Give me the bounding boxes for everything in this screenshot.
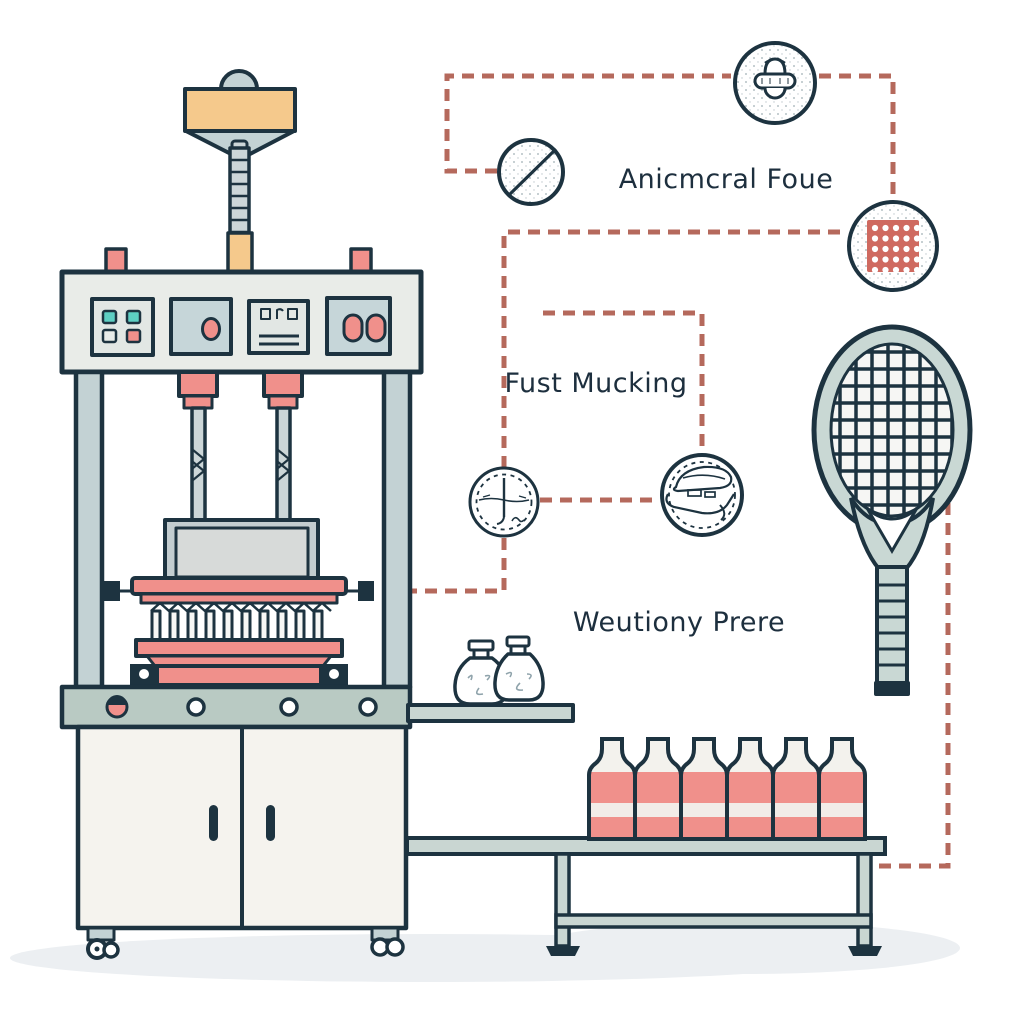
annotation-label-top: Anicmcral Foue	[619, 164, 834, 195]
dashed-connector-ball-to-person	[444, 73, 731, 174]
table-leg-right	[856, 852, 873, 948]
black-block-left	[104, 581, 120, 601]
product-bottle	[817, 737, 867, 841]
caster-right	[370, 926, 405, 957]
molding-machine	[59, 69, 575, 960]
piston-right	[262, 370, 304, 524]
sub-panel-switches	[325, 296, 392, 356]
door-handle-right	[266, 805, 275, 841]
racket-grip-segments	[877, 583, 907, 667]
hopper-box	[183, 87, 297, 133]
conveyor-table	[405, 836, 887, 956]
racket-throat-notch	[865, 506, 919, 554]
pink-button	[125, 328, 142, 344]
conveyor-shadow	[530, 922, 960, 974]
product-bottle	[587, 737, 637, 841]
black-block-right	[358, 581, 374, 601]
table-leg-left	[554, 852, 571, 948]
sub-panel-buttons	[90, 297, 155, 357]
top-platen	[130, 576, 348, 596]
hopper	[183, 69, 297, 275]
table-foot-left	[546, 946, 580, 956]
product-bottle	[633, 737, 683, 841]
deck-dot	[279, 697, 299, 717]
pink-switch	[365, 313, 387, 343]
product-bottle	[771, 737, 821, 841]
panel-post-left	[104, 247, 128, 275]
top-platen-bar	[139, 592, 339, 605]
product-bottle	[679, 737, 729, 841]
side-shelf	[406, 703, 575, 723]
press-base	[155, 664, 323, 687]
door-handle-left	[209, 805, 218, 841]
shoe-sketch-icon	[660, 453, 744, 537]
annotation-label-middle: Fust Mucking	[504, 368, 687, 399]
teal-button	[101, 309, 118, 325]
press-section	[104, 576, 374, 687]
grey-button	[101, 328, 118, 344]
mold-pins	[150, 609, 324, 642]
pink-knob	[201, 317, 221, 341]
racket-strings	[831, 344, 953, 516]
dashed-connector-person-to-grid	[819, 73, 896, 200]
conveyor-bottles	[587, 737, 867, 841]
sub-panel-dial	[169, 297, 233, 356]
pink-switch	[342, 313, 364, 343]
dashed-connector-racket-to-conveyor	[874, 483, 951, 869]
tennis-racket	[811, 324, 973, 696]
control-panel	[59, 269, 424, 375]
panel-post-right	[349, 247, 373, 275]
bottom-platen	[134, 638, 344, 658]
feed-tube-base	[226, 231, 254, 275]
teal-button	[125, 309, 142, 325]
deck-dot	[358, 697, 378, 717]
sample-bottle	[453, 639, 509, 706]
deck-dot	[186, 697, 206, 717]
feed-tube-segments	[230, 158, 249, 234]
caster-left	[86, 926, 120, 960]
table-foot-right	[848, 946, 882, 956]
frame-column-left	[73, 369, 105, 690]
upper-mold-block	[163, 518, 320, 580]
product-bottle	[725, 737, 775, 841]
table-crossbar	[554, 913, 873, 929]
deck-band	[59, 684, 413, 730]
racket-butt-cap	[874, 681, 910, 696]
sample-bottle	[493, 635, 545, 702]
dashed-connector-measure-to-grid	[501, 229, 847, 468]
dashed-connector-measure-to-machine	[410, 538, 507, 594]
dotted-grid-icon	[847, 200, 939, 292]
hopper-dome	[219, 69, 259, 91]
sub-panel-display	[247, 299, 310, 355]
stippled-ball-icon	[497, 138, 565, 206]
piston-left	[177, 370, 219, 524]
measurement-sketch-icon	[468, 466, 540, 538]
annotation-label-bottom: Weutiony Prere	[573, 607, 785, 638]
frame-column-right	[381, 369, 413, 690]
person-badge-icon	[733, 41, 817, 125]
cabinet	[75, 724, 409, 931]
